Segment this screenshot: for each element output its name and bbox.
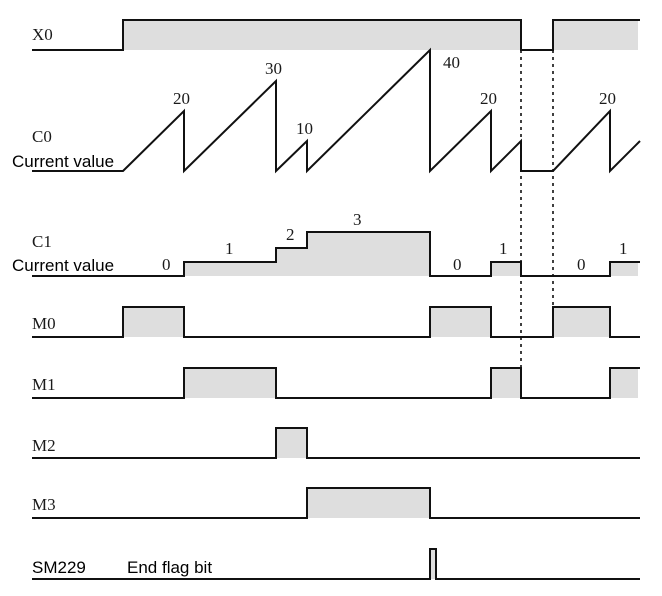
m0-high-fill xyxy=(553,307,610,337)
c1-value-label: 3 xyxy=(353,210,362,229)
x0-high-fill-2 xyxy=(553,20,638,50)
m1-waveform xyxy=(32,367,640,399)
m2-row: M2 xyxy=(32,427,640,459)
c1-fill-1 xyxy=(184,232,430,276)
c0-waveform xyxy=(32,47,641,174)
x0-row: X0 xyxy=(32,19,640,51)
m0-high-fill xyxy=(123,307,184,337)
c0-value-label: 20 xyxy=(480,89,497,108)
c1-value-label: 1 xyxy=(499,239,508,258)
c0-value-label: 40 xyxy=(443,53,460,72)
m3-row: M3 xyxy=(32,487,640,519)
c1-value-label: 0 xyxy=(577,255,586,274)
x0-label: X0 xyxy=(32,25,53,44)
m0-waveform xyxy=(32,306,640,338)
c1-value-label: 1 xyxy=(225,239,234,258)
m2-label: M2 xyxy=(32,436,56,455)
c1-row: C1 Current value 0 1 2 3 0 1 0 1 xyxy=(12,210,640,277)
c0-label: C0 xyxy=(32,127,52,146)
sm229-waveform xyxy=(32,548,640,580)
c1-current-value-label: Current value xyxy=(12,256,114,275)
x0-high-fill-1 xyxy=(123,20,521,50)
m3-label: M3 xyxy=(32,495,56,514)
sm229-label: SM229 xyxy=(32,558,86,577)
c1-fill-3 xyxy=(610,262,638,276)
m1-high-fill xyxy=(491,368,521,398)
m2-waveform xyxy=(32,427,640,459)
m1-row: M1 xyxy=(32,367,640,399)
c0-value-label: 20 xyxy=(173,89,190,108)
c0-row: C0 Current value 20 30 10 40 20 20 xyxy=(12,47,641,174)
end-flag-bit-label: End flag bit xyxy=(127,558,212,577)
c0-value-label: 10 xyxy=(296,119,313,138)
c0-value-label: 30 xyxy=(265,59,282,78)
c1-value-label: 0 xyxy=(162,255,171,274)
c1-value-label: 2 xyxy=(286,225,295,244)
m0-label: M0 xyxy=(32,314,56,333)
sm229-row: SM229 End flag bit xyxy=(32,548,640,580)
c1-label: C1 xyxy=(32,232,52,251)
c1-value-label: 1 xyxy=(619,239,628,258)
m1-high-fill xyxy=(184,368,276,398)
m0-row: M0 xyxy=(32,306,640,338)
c0-current-value-label: Current value xyxy=(12,152,114,171)
c1-fill-2 xyxy=(491,262,521,276)
c1-value-label: 0 xyxy=(453,255,462,274)
c1-waveform xyxy=(32,231,640,277)
m0-high-fill xyxy=(430,307,491,337)
m1-label: M1 xyxy=(32,375,56,394)
c0-value-label: 20 xyxy=(599,89,616,108)
m1-high-fill xyxy=(610,368,638,398)
m3-high-fill xyxy=(307,488,430,518)
m2-high-fill xyxy=(276,428,307,458)
m3-waveform xyxy=(32,487,640,519)
sm229-pulse-fill xyxy=(430,549,436,579)
x0-waveform xyxy=(32,19,640,51)
